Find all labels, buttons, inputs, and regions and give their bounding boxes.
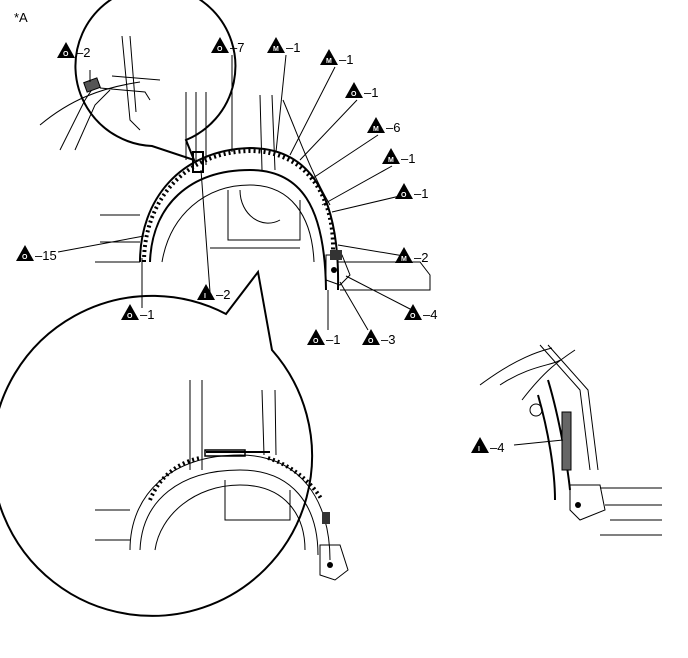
m-symbol-icon bbox=[267, 37, 285, 53]
svg-text:–2: –2 bbox=[216, 287, 230, 302]
o-symbol-icon bbox=[404, 304, 422, 320]
callout-o1-c: O –1 bbox=[121, 304, 154, 322]
leader-lines bbox=[57, 54, 564, 446]
svg-text:O: O bbox=[217, 46, 223, 53]
svg-text:O: O bbox=[22, 254, 28, 261]
svg-text:–1: –1 bbox=[326, 332, 340, 347]
o-symbol-icon bbox=[345, 82, 363, 98]
callout-m2: M –2 bbox=[395, 247, 428, 265]
callout-m6: M –6 bbox=[367, 117, 400, 135]
m-symbol-icon bbox=[367, 117, 385, 133]
m-symbol-icon bbox=[395, 247, 413, 263]
svg-text:M: M bbox=[401, 256, 407, 263]
svg-text:–1: –1 bbox=[339, 52, 353, 67]
o-symbol-icon bbox=[16, 245, 34, 261]
callout-inset-o2: O –2 bbox=[57, 42, 90, 60]
svg-text:–4: –4 bbox=[490, 440, 504, 455]
svg-text:–4: –4 bbox=[423, 307, 437, 322]
svg-text:O: O bbox=[127, 313, 133, 320]
o-symbol-icon bbox=[362, 329, 380, 345]
detail-circle-bottom bbox=[0, 269, 349, 617]
svg-text:–15: –15 bbox=[35, 248, 57, 263]
svg-text:–1: –1 bbox=[286, 40, 300, 55]
svg-text:–1: –1 bbox=[140, 307, 154, 322]
o-symbol-icon bbox=[211, 37, 229, 53]
svg-text:–7: –7 bbox=[230, 40, 244, 55]
svg-text:–1: –1 bbox=[401, 151, 415, 166]
o-symbol-icon bbox=[395, 183, 413, 199]
svg-text:O: O bbox=[401, 192, 407, 199]
svg-text:–2: –2 bbox=[76, 45, 90, 60]
svg-text:–2: –2 bbox=[414, 250, 428, 265]
o-symbol-icon bbox=[57, 42, 75, 58]
svg-text:O: O bbox=[63, 51, 69, 58]
callout-o15: O –15 bbox=[16, 245, 57, 263]
svg-text:O: O bbox=[410, 313, 416, 320]
o-symbol-icon bbox=[307, 329, 325, 345]
svg-text:M: M bbox=[373, 126, 379, 133]
svg-text:–1: –1 bbox=[364, 85, 378, 100]
callout-m1-a: M –1 bbox=[267, 37, 300, 55]
svg-text:O: O bbox=[368, 338, 374, 345]
figure-tag: *A bbox=[14, 10, 28, 25]
svg-text:–3: –3 bbox=[381, 332, 395, 347]
svg-text:–6: –6 bbox=[386, 120, 400, 135]
detail-right bbox=[479, 344, 662, 536]
i-symbol-icon bbox=[197, 284, 215, 300]
callout-o4: O –4 bbox=[404, 304, 437, 322]
svg-text:–1: –1 bbox=[414, 186, 428, 201]
callout-i2: I –2 bbox=[197, 284, 230, 302]
callout-o1-d: O –1 bbox=[307, 329, 340, 347]
callout-m1-c: M –1 bbox=[382, 148, 415, 166]
callout-o3: O –3 bbox=[362, 329, 395, 347]
svg-text:M: M bbox=[273, 46, 279, 53]
callout-o7: O –7 bbox=[211, 37, 244, 55]
svg-text:M: M bbox=[326, 58, 332, 65]
o-symbol-icon bbox=[121, 304, 139, 320]
svg-text:O: O bbox=[351, 91, 357, 98]
svg-text:O: O bbox=[313, 338, 319, 345]
m-symbol-icon bbox=[382, 148, 400, 164]
main-wheelhouse bbox=[95, 92, 431, 291]
m-symbol-icon bbox=[320, 49, 338, 65]
callout-i4: I –4 bbox=[471, 437, 504, 455]
i-symbol-icon bbox=[471, 437, 489, 453]
svg-text:I: I bbox=[204, 293, 206, 300]
callout-m1-b: M –1 bbox=[320, 49, 353, 67]
svg-text:M: M bbox=[388, 157, 394, 164]
callout-o1-a: O –1 bbox=[345, 82, 378, 100]
svg-text:I: I bbox=[478, 446, 480, 453]
callout-o1-b: O –1 bbox=[395, 183, 428, 201]
